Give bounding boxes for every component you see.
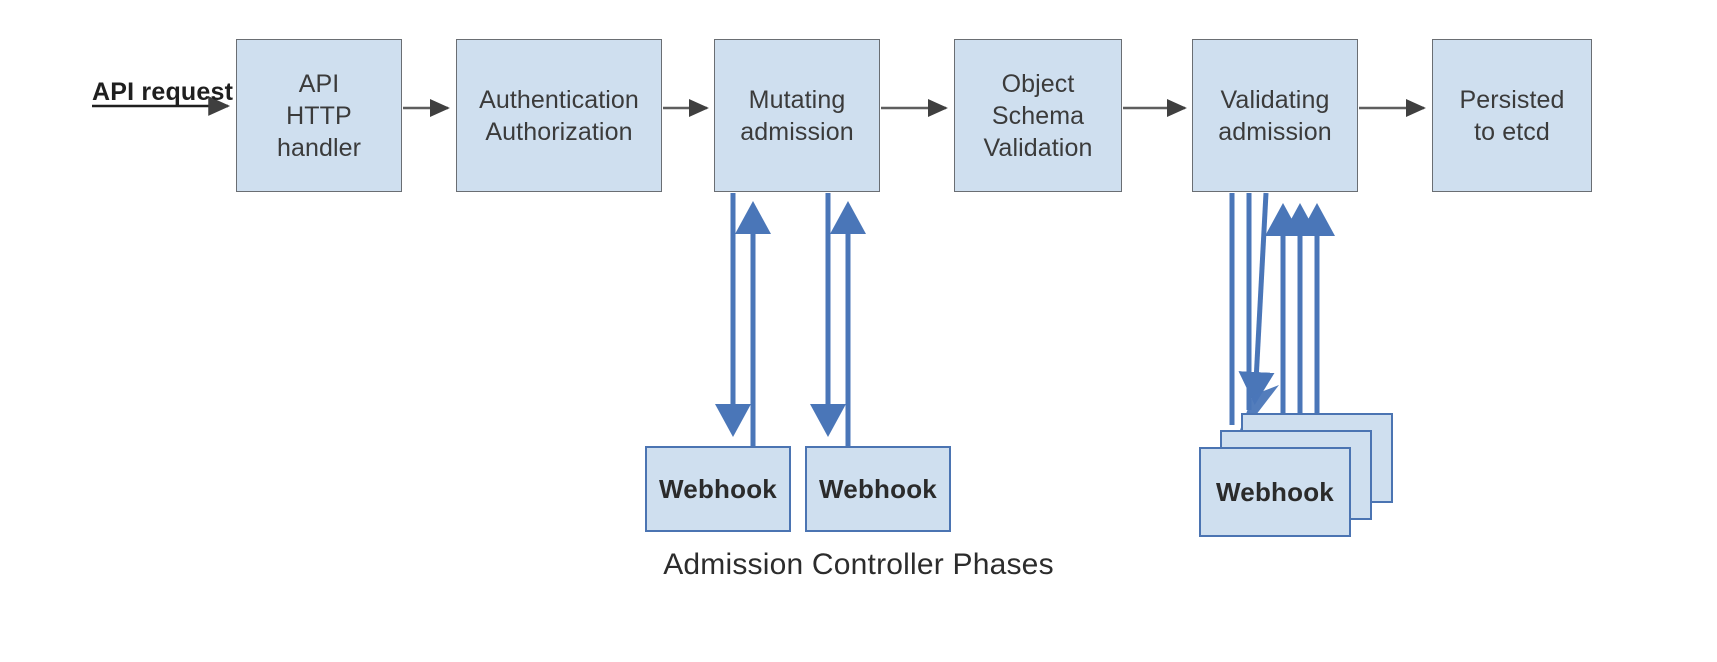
- node-authentication-authorization-label: Authentication Authorization: [479, 85, 639, 146]
- webhook-box-mutating-2[interactable]: Webhook: [805, 446, 951, 532]
- node-api-http-handler-label: API HTTP handler: [276, 69, 362, 162]
- webhook-box-mutating-1[interactable]: Webhook: [645, 446, 791, 532]
- node-validating-admission-label: Validating admission: [1218, 85, 1332, 146]
- node-persisted-to-etcd[interactable]: Persisted to etcd: [1432, 39, 1592, 192]
- node-object-schema-validation-label: Object Schema Validation: [983, 69, 1093, 162]
- diagram-caption: Admission Controller Phases: [663, 548, 1054, 581]
- call-validating-webhook-3: [1238, 192, 1275, 405]
- node-persisted-to-etcd-label: Persisted to etcd: [1459, 85, 1565, 146]
- node-object-schema-validation[interactable]: Object Schema Validation: [954, 39, 1122, 192]
- node-mutating-admission-label: Mutating admission: [740, 85, 854, 146]
- webhook-box-validating-1-label: Webhook: [1216, 476, 1334, 507]
- webhook-box-mutating-1-label: Webhook: [659, 473, 777, 504]
- api-request-label: API request: [92, 78, 234, 106]
- node-authentication-authorization[interactable]: Authentication Authorization: [456, 39, 662, 192]
- webhook-box-validating-1[interactable]: Webhook: [1199, 447, 1351, 537]
- node-api-http-handler[interactable]: API HTTP handler: [236, 39, 402, 192]
- webhook-box-mutating-2-label: Webhook: [819, 473, 937, 504]
- node-mutating-admission[interactable]: Mutating admission: [714, 39, 880, 192]
- node-validating-admission[interactable]: Validating admission: [1192, 39, 1358, 192]
